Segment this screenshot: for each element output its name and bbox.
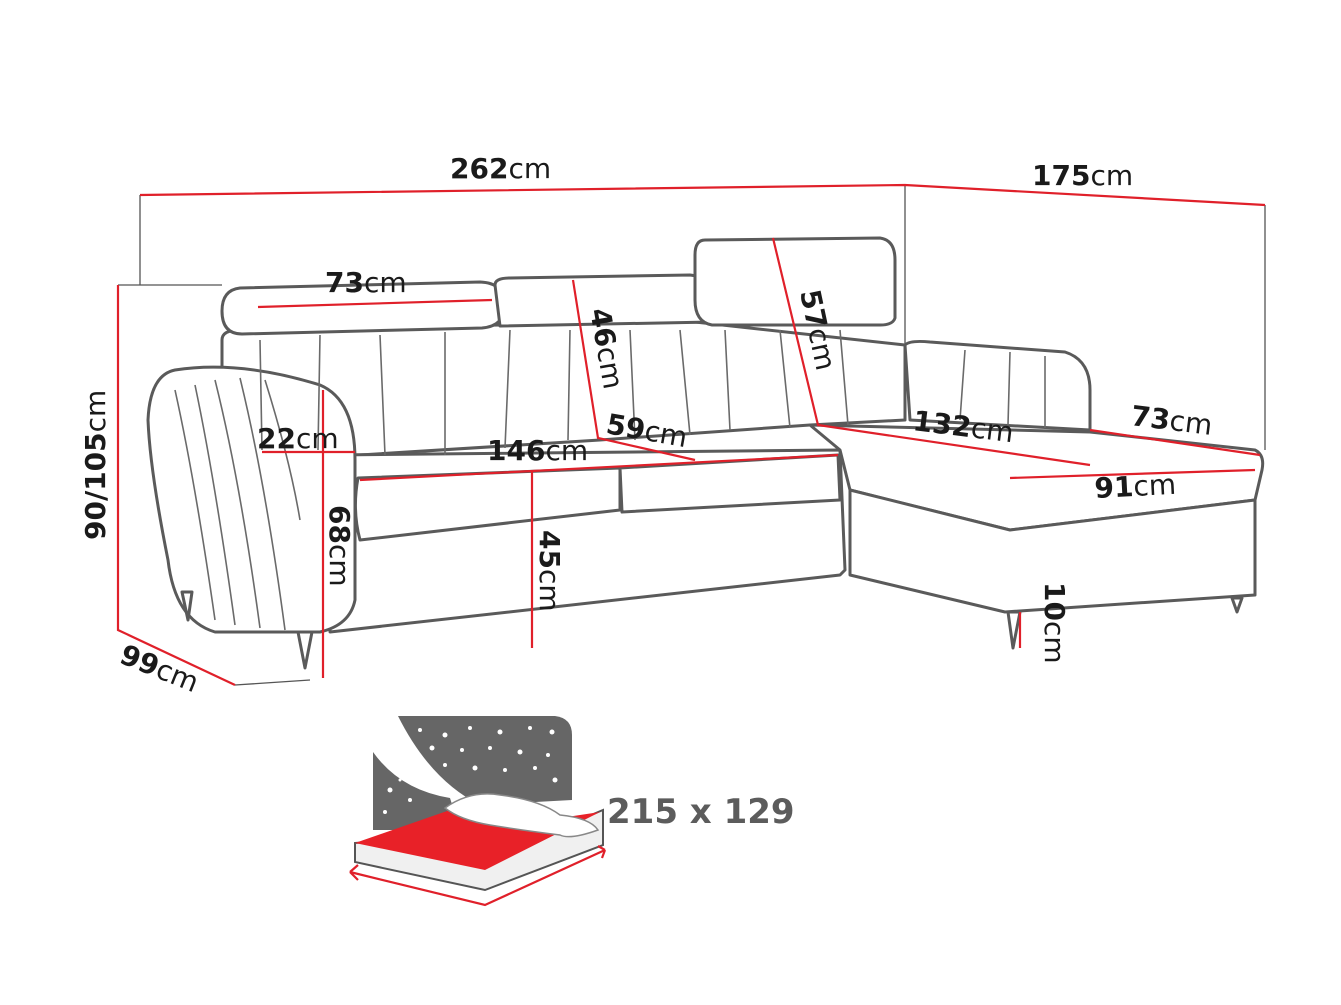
- label-armrest-width: 22cm: [257, 422, 339, 455]
- label-height: 90/105cm: [79, 390, 112, 540]
- label-backrest-height: 46cm: [583, 305, 630, 391]
- upholstery-seams: [174, 329, 1046, 631]
- label-leg-height: 10cm: [1038, 582, 1071, 664]
- label-chaise-length: 132cm: [911, 404, 1015, 449]
- label-headrest-height: 57cm: [793, 287, 842, 374]
- label-headrest-width: 73cm: [325, 266, 407, 299]
- label-seat-depth: 59cm: [604, 407, 690, 454]
- label-depth: 99cm: [115, 638, 203, 699]
- label-chaise-armrest: 73cm: [1129, 399, 1214, 442]
- label-armrest-height: 68cm: [323, 505, 356, 587]
- label-seat-height: 45cm: [533, 530, 566, 612]
- extension-lines: [118, 185, 1266, 686]
- dimension-lines: [116, 183, 1266, 686]
- label-chaise-width: 91cm: [1094, 468, 1177, 505]
- label-total-width: 262cm: [450, 152, 551, 185]
- label-chaise-depth: 175cm: [1032, 159, 1133, 192]
- bed-with-stars-icon: [349, 716, 607, 907]
- bed-size-label: 215 x 129: [607, 792, 795, 832]
- label-seat-width: 146cm: [487, 434, 588, 467]
- stars-icon: [383, 726, 558, 814]
